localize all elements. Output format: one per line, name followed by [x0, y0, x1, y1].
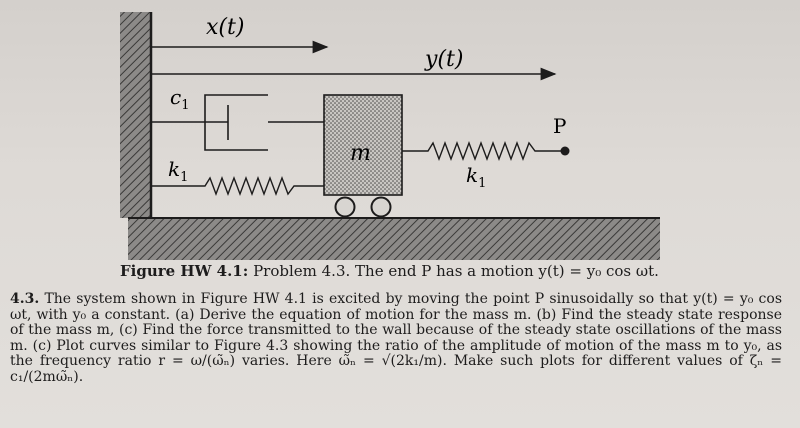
spring-k1-left: [152, 176, 324, 196]
problem-number: 4.3.: [10, 291, 40, 307]
caption-text: Problem 4.3. The end P has a motion y(t)…: [253, 262, 659, 280]
mass-label: m: [350, 141, 371, 166]
x-t-label: x(t): [206, 15, 244, 40]
problem-statement: 4.3. The system shown in Figure HW 4.1 i…: [10, 291, 783, 385]
wheel-left: [334, 196, 356, 218]
spring-k1-right: [402, 141, 562, 161]
y-t-label: y(t): [424, 47, 463, 72]
wall: [120, 12, 150, 218]
k1-right-label: k1: [466, 163, 486, 191]
figure-caption: Figure HW 4.1: Problem 4.3. The end P ha…: [120, 262, 780, 280]
mass-block: [323, 94, 403, 196]
c1-label: c1: [170, 85, 189, 113]
wheel-right: [370, 196, 392, 218]
problem-body: The system shown in Figure HW 4.1 is exc…: [10, 291, 783, 385]
k1-left-label: k1: [168, 157, 188, 185]
point-p-dot: [560, 146, 570, 156]
point-p-label: P: [553, 114, 566, 138]
ground: [128, 218, 660, 260]
caption-label: Figure HW 4.1:: [120, 262, 249, 280]
mechanical-system-figure: x(t) y(t) c1 k1 m k1 P: [120, 12, 660, 260]
damper-c1: [152, 94, 324, 151]
